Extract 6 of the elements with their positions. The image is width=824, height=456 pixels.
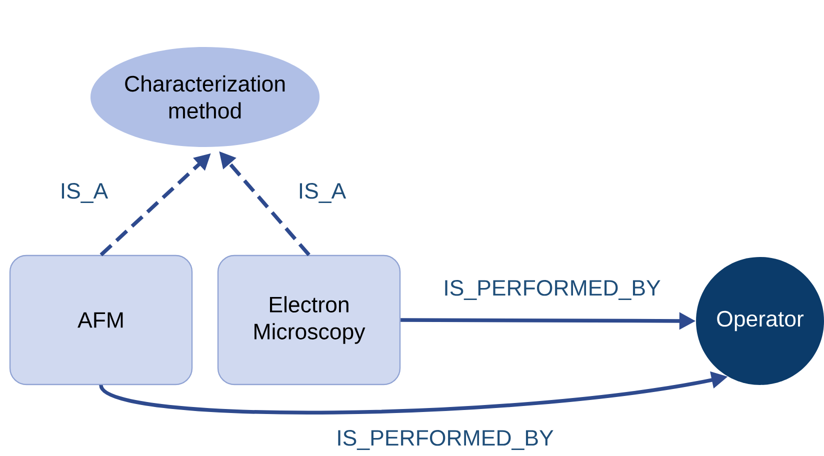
edge-label: IS_A (296, 182, 348, 204)
edge-label: IS_A (58, 182, 110, 204)
edge-label: IS_PERFORMED_BY (334, 428, 556, 452)
method-box: AFM (9, 254, 193, 386)
method-box: Electron Microscopy (217, 254, 401, 386)
edge-label: IS_PERFORMED_BY (442, 278, 662, 302)
